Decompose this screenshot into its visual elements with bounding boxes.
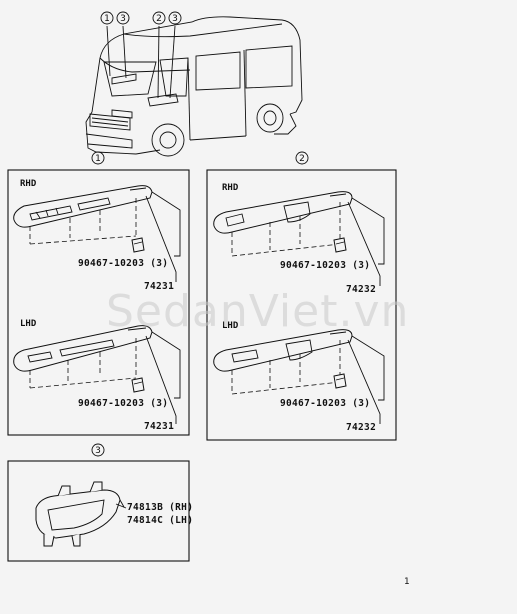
panel-1-lhd-label: LHD bbox=[20, 319, 37, 329]
panel-1-rhd-part-number: 74231 bbox=[144, 281, 174, 292]
panel-2-lhd-leader-2 bbox=[347, 339, 381, 424]
panel-1-lhd-switch-base bbox=[13, 325, 153, 389]
panel-2-rhd-clip bbox=[333, 237, 347, 253]
panel-2-rhd-leader-2 bbox=[347, 201, 381, 286]
panel-1-rhd-leader bbox=[151, 191, 181, 257]
panel-2-lhd-clip bbox=[333, 373, 347, 389]
panel-1-lhd-clip bbox=[131, 377, 145, 393]
panel-1-label: 1 bbox=[91, 151, 105, 165]
svg-text:3: 3 bbox=[172, 14, 178, 24]
panel-1-rhd-fastener: 90467-10203 (3) bbox=[78, 258, 168, 269]
svg-text:2: 2 bbox=[156, 14, 162, 24]
panel-2-rhd-part-number: 74232 bbox=[346, 284, 376, 295]
panel-1-lhd-fastener: 90467-10203 (3) bbox=[78, 398, 168, 409]
panel-3-label: 3 bbox=[91, 443, 105, 457]
svg-text:1: 1 bbox=[104, 14, 110, 24]
panel-1-box bbox=[7, 169, 190, 436]
van-callout-3b: 3 bbox=[168, 11, 182, 25]
svg-text:3: 3 bbox=[95, 446, 101, 456]
panel-3-leader bbox=[115, 503, 127, 509]
panel-3-inner-handle-bezel bbox=[35, 481, 125, 547]
panel-2-rhd-fastener: 90467-10203 (3) bbox=[280, 260, 370, 271]
panel-2-lhd-switch-base bbox=[213, 329, 353, 395]
panel-2-rhd-switch-base bbox=[213, 191, 353, 257]
van-callout-3a: 3 bbox=[116, 11, 130, 25]
van-callout-2: 2 bbox=[152, 11, 166, 25]
van-callout-1: 1 bbox=[100, 11, 114, 25]
watermark: SedanViet.vn bbox=[106, 286, 409, 337]
panel-1-lhd-leader bbox=[151, 331, 181, 399]
panel-3-part-lh: 74814C (LH) bbox=[127, 515, 193, 526]
panel-2-label: 2 bbox=[295, 151, 309, 165]
panel-2-box bbox=[206, 169, 397, 441]
panel-1-rhd-leader-2 bbox=[145, 195, 177, 282]
panel-1-lhd-leader-2 bbox=[145, 335, 177, 424]
van-illustration bbox=[85, 16, 303, 157]
panel-1-lhd-part-number: 74231 bbox=[144, 421, 174, 432]
panel-1-rhd-clip bbox=[131, 237, 145, 253]
panel-2-rhd-leader bbox=[351, 197, 385, 265]
svg-text:3: 3 bbox=[120, 14, 126, 24]
panel-2-lhd-fastener: 90467-10203 (3) bbox=[280, 398, 370, 409]
panel-2-rhd-label: RHD bbox=[222, 183, 239, 193]
panel-1-rhd-label: RHD bbox=[20, 179, 37, 189]
page-marker: 1 bbox=[404, 577, 410, 587]
panel-2-lhd-label: LHD bbox=[222, 321, 239, 331]
panel-2-lhd-part-number: 74232 bbox=[346, 422, 376, 433]
panel-3-part-rh: 74813B (RH) bbox=[127, 502, 193, 513]
svg-text:2: 2 bbox=[299, 154, 305, 164]
panel-1-rhd-switch-base bbox=[13, 185, 153, 245]
svg-text:1: 1 bbox=[95, 154, 101, 164]
panel-2-lhd-leader bbox=[351, 335, 385, 401]
panel-3-box bbox=[7, 460, 190, 562]
